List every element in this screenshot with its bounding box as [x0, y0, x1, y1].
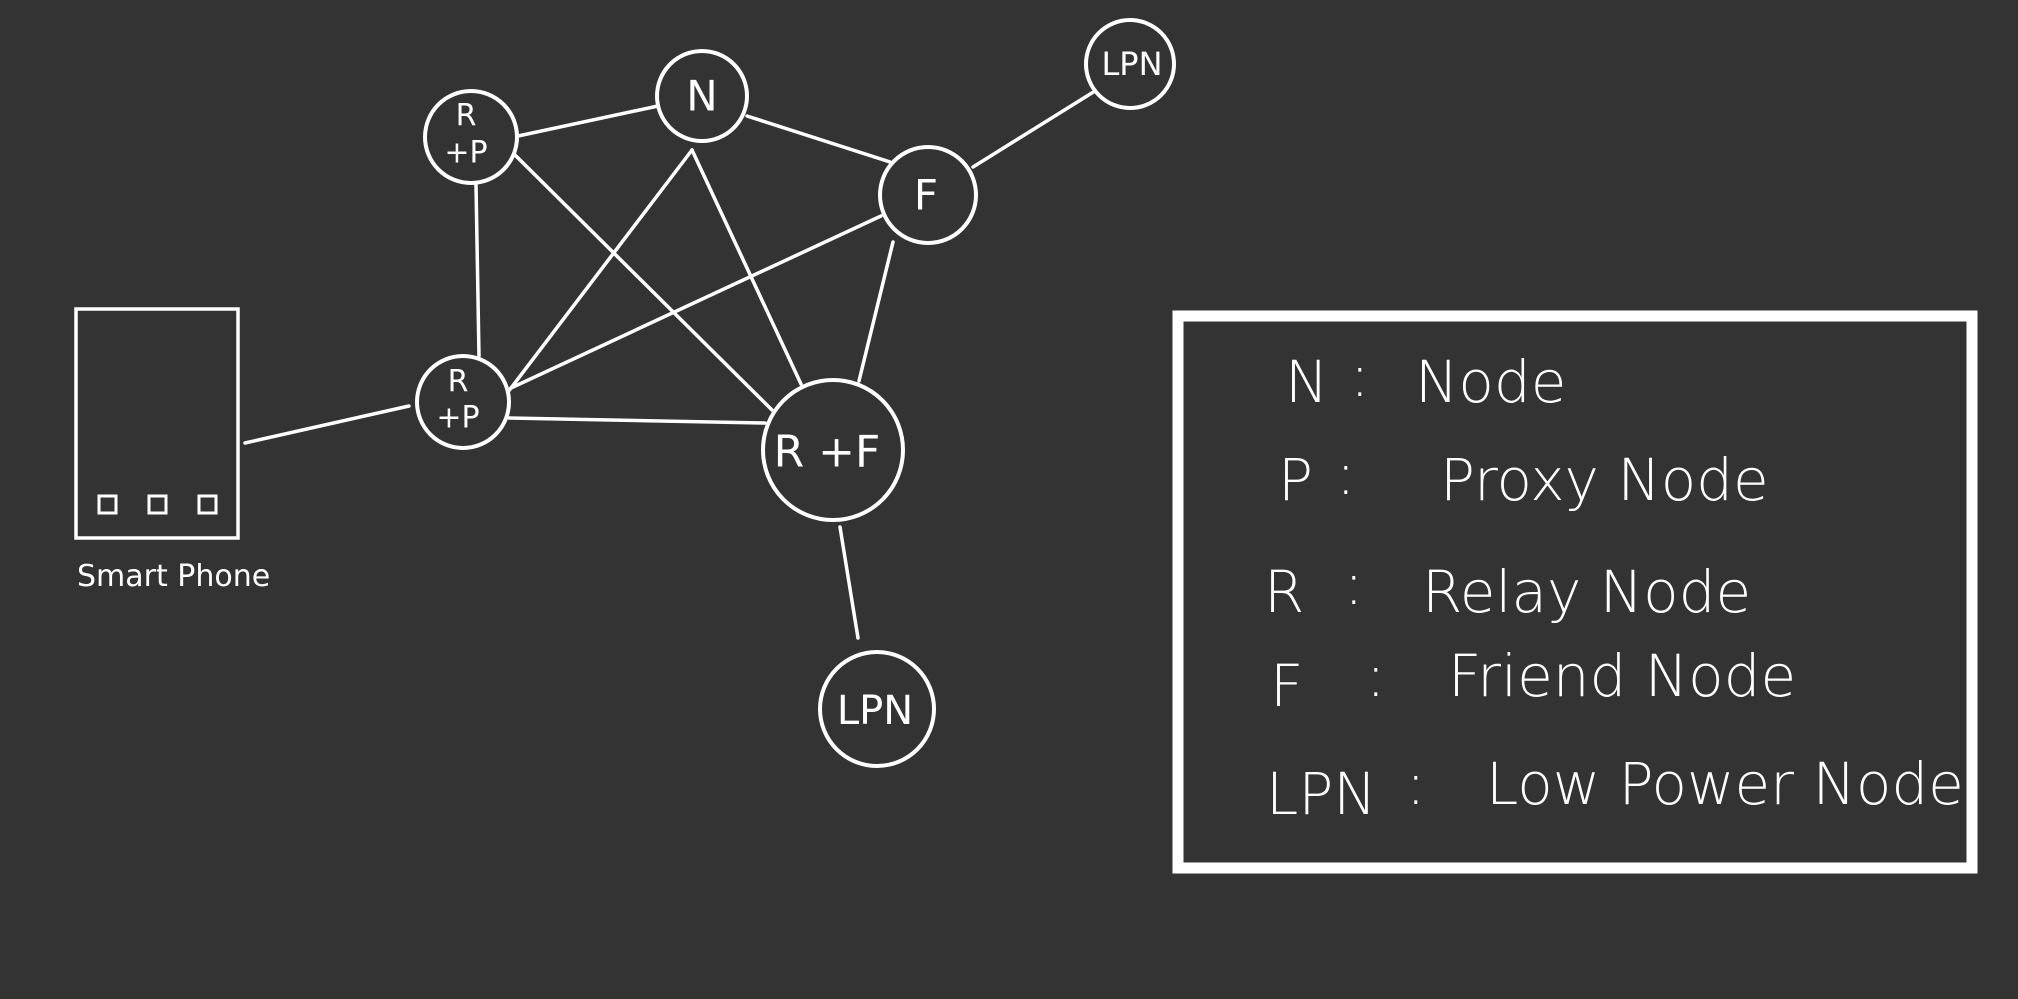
smartphone-key-1 — [97, 494, 118, 515]
legend-sep-f: : — [1366, 642, 1386, 710]
node-lpn-bottom-circle — [818, 650, 936, 768]
legend-desc-f: Friend Node — [1448, 642, 1796, 710]
edge-phone-rp-bottom — [243, 404, 411, 445]
legend-sep-r: : — [1344, 550, 1364, 618]
node-n-circle — [655, 49, 749, 143]
node-f-circle — [878, 145, 978, 245]
node-n: N — [655, 49, 749, 143]
edge-rp-top-rp-bottom — [474, 183, 481, 358]
legend-item-relay: R : Relay Node — [1264, 550, 1751, 626]
node-rp-top-circle — [423, 89, 519, 185]
legend-abbr-p: P — [1278, 446, 1313, 514]
legend-item-friend: F : Friend Node — [1270, 642, 1796, 720]
edge-rf-lpn-bottom — [838, 525, 860, 640]
legend-desc-p: Proxy Node — [1440, 446, 1769, 514]
smartphone-label: Smart Phone — [77, 559, 270, 594]
edges — [243, 89, 1097, 640]
node-rp-top: R +P — [423, 89, 519, 185]
legend-sep-p: : — [1336, 440, 1356, 508]
node-rp-bottom-line1: R — [448, 365, 469, 400]
edge-rp-bottom-rf — [507, 416, 767, 425]
legend-sep-lpn: : — [1406, 750, 1426, 818]
legend: N : Node P : Proxy Node R : Relay Node F… — [1172, 310, 1978, 874]
legend-desc-r: Relay Node — [1422, 558, 1751, 626]
node-lpn-bottom: LPN — [818, 650, 936, 768]
edge-f-rp-bottom — [509, 214, 883, 390]
node-rp-bottom: R +P — [415, 354, 511, 450]
node-rf-label: R +F — [774, 427, 881, 478]
legend-abbr-lpn: LPN — [1266, 760, 1377, 828]
legend-abbr-f: F — [1270, 652, 1303, 720]
edge-n-rf — [690, 148, 803, 386]
node-rp-bottom-circle — [415, 354, 511, 450]
edge-n-f — [745, 114, 892, 164]
edge-f-lpn-top — [971, 89, 1097, 169]
smartphone-body — [74, 307, 240, 540]
legend-item-node: N : Node — [1285, 342, 1566, 416]
legend-item-proxy: P : Proxy Node — [1278, 440, 1769, 514]
node-lpn-top-label: LPN — [1101, 45, 1162, 83]
node-f: F — [878, 145, 978, 245]
legend-sep-n: : — [1350, 342, 1370, 410]
edge-rp-top-rf — [513, 153, 774, 412]
smartphone-key-3 — [197, 494, 218, 515]
node-lpn-top: LPN — [1084, 18, 1176, 110]
node-lpn-top-circle — [1084, 18, 1176, 110]
node-rp-top-line1: R — [456, 99, 477, 134]
node-rp-top-line2: +P — [444, 136, 487, 171]
legend-desc-n: Node — [1415, 348, 1566, 416]
node-n-label: N — [686, 72, 717, 121]
smartphone-icon: Smart Phone — [74, 307, 270, 594]
edge-n-rp-bottom — [506, 148, 694, 394]
legend-item-low-power: LPN : Low Power Node — [1266, 750, 1964, 828]
node-rf: R +F — [761, 378, 905, 522]
node-rf-circle — [761, 378, 905, 522]
legend-box — [1172, 310, 1978, 874]
node-lpn-bottom-label: LPN — [837, 688, 913, 734]
node-rp-bottom-line2: +P — [436, 401, 479, 436]
legend-abbr-n: N — [1285, 348, 1328, 416]
legend-abbr-r: R — [1264, 558, 1304, 626]
edge-rp-top-n — [516, 104, 660, 138]
legend-desc-lpn: Low Power Node — [1486, 750, 1964, 818]
smartphone-key-2 — [147, 494, 168, 515]
edge-f-rf — [857, 240, 895, 383]
node-f-label: F — [914, 171, 938, 220]
